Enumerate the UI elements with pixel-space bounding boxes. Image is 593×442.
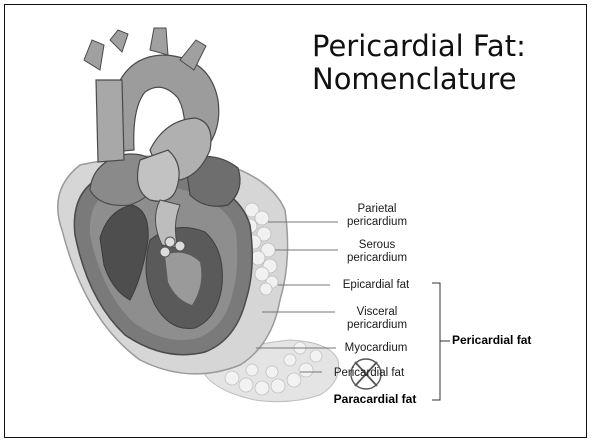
label-myocardium: Myocardium	[336, 342, 416, 355]
label-parietal-pericardium: Parietal pericardium	[338, 203, 416, 228]
pericardial-fat-bracket	[432, 283, 450, 400]
label-pericardial-fat-crossed: Pericardial fat	[322, 367, 416, 380]
label-paracardial-fat: Paracardial fat	[325, 393, 425, 406]
label-serous-pericardium: Serous pericardium	[338, 239, 416, 264]
label-pericardial-fat-bracket: Pericardial fat	[452, 334, 562, 347]
label-epicardial-fat: Epicardial fat	[331, 279, 421, 292]
label-visceral-pericardium: Visceral pericardium	[337, 306, 417, 331]
